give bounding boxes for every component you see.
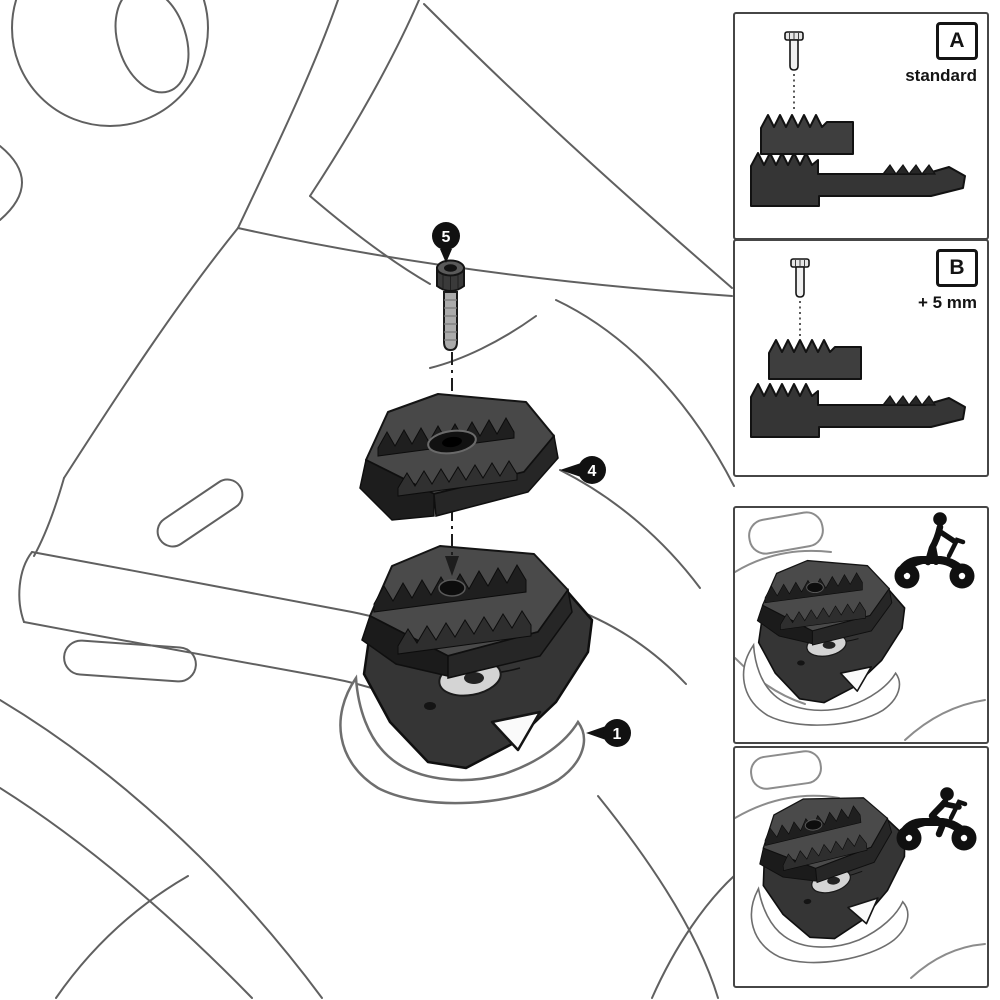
callout-5-number: 5	[442, 229, 451, 246]
socket-screw-icon	[790, 258, 810, 340]
mini-pedal-view	[742, 559, 906, 726]
option-a-label-box: A	[936, 22, 978, 60]
usage-standing-panel	[733, 506, 989, 744]
usage-sitting-diagram	[735, 750, 986, 979]
option-b-caption: + 5 mm	[917, 293, 977, 312]
callout-5: 5	[432, 222, 460, 263]
option-b-label-box: B	[936, 249, 978, 287]
extension-teeth-row	[397, 460, 518, 497]
pedal-teeth-row	[373, 564, 527, 613]
socket-screw	[436, 259, 465, 352]
brake-pedal-part	[339, 545, 594, 805]
option-a-panel: A standard	[733, 12, 989, 240]
motorcycle-rider-sitting-icon	[897, 787, 977, 850]
usage-sitting-panel	[733, 746, 989, 988]
pedal-rack-lower	[750, 152, 966, 207]
frame-line-art	[0, 0, 735, 999]
pedal-teeth-row	[397, 610, 532, 655]
option-b-label: B	[949, 256, 965, 279]
mini-pedal-view	[738, 788, 918, 971]
motorcycle-rider-standing-icon	[895, 512, 975, 588]
pedal-screw-hole	[438, 579, 466, 597]
pedal-extension-part	[359, 393, 559, 521]
callout-1-number: 1	[613, 726, 622, 743]
axis-arrowhead	[445, 556, 459, 576]
callout-4: 4	[560, 456, 606, 484]
option-b-panel: B + 5 mm	[733, 239, 989, 477]
callout-1: 1	[586, 719, 631, 747]
option-a-caption: standard	[905, 66, 977, 85]
socket-screw-icon	[784, 31, 804, 113]
pedal-rack-upper	[768, 339, 862, 380]
callout-4-number: 4	[588, 463, 597, 480]
pedal-rubber-base	[339, 674, 586, 805]
option-a-label: A	[949, 29, 965, 52]
usage-standing-diagram	[735, 508, 986, 741]
pedal-triangle-cutout	[490, 710, 542, 752]
pedal-rack-upper	[760, 114, 854, 155]
pedal-rack-lower	[750, 383, 966, 438]
